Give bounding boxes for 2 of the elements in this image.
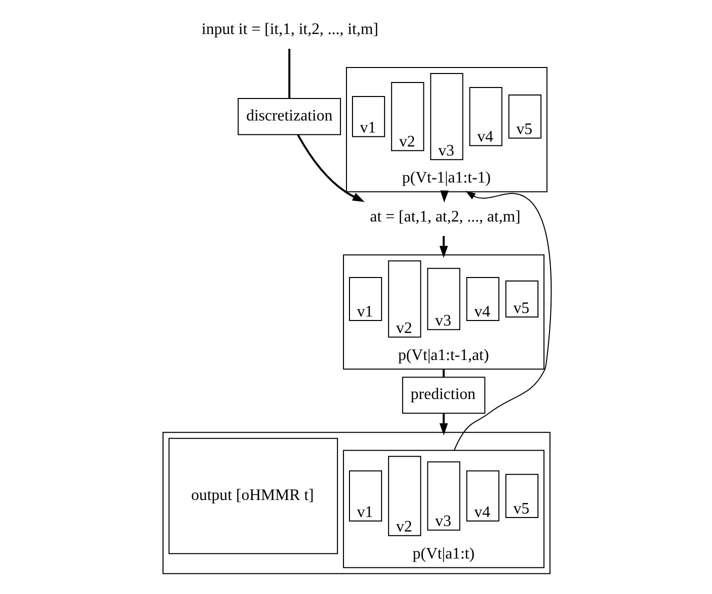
node-text: input it = [it,1, it,2, ..., it,m]	[201, 21, 378, 38]
node-text: at = [at,1, at,2, ..., at,m]	[370, 208, 520, 226]
